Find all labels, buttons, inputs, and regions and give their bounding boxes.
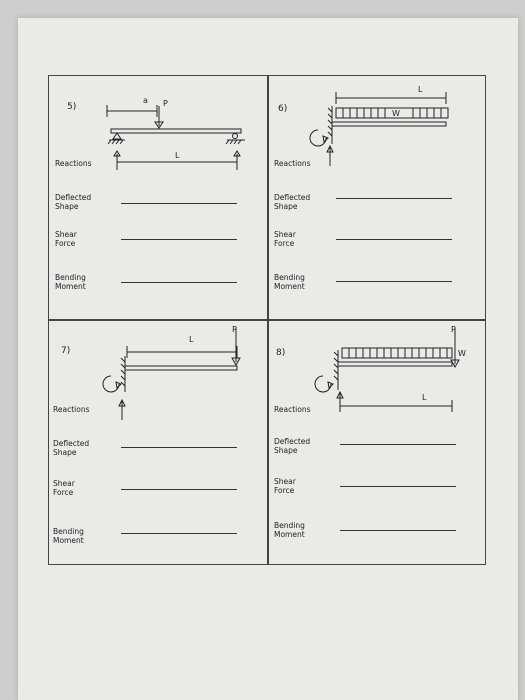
problem-8-cell: 8) P	[268, 320, 487, 564]
problem-7-cell: 7) L P Reactio	[49, 320, 268, 564]
span-l-label: L	[418, 85, 423, 94]
deflected-shape-label: Deflected Shape	[55, 193, 92, 211]
bending-moment-answer-line[interactable]	[340, 530, 456, 531]
bending-moment-answer-line[interactable]	[121, 533, 237, 534]
load-w-label: W	[458, 349, 466, 358]
bending-moment-label: Bending Moment	[55, 273, 86, 291]
span-l-label: L	[189, 335, 194, 344]
worksheet-page: 5)	[18, 18, 518, 700]
bending-moment-label: Bending Moment	[53, 527, 84, 545]
reactions-label: Reactions	[274, 159, 311, 168]
bending-moment-label: Bending Moment	[274, 521, 305, 539]
deflected-shape-answer-line[interactable]	[121, 203, 237, 204]
problem-number: 5)	[67, 102, 77, 112]
problem-5-cell: 5)	[49, 76, 268, 320]
reactions-label: Reactions	[53, 405, 90, 414]
load-w-label: W	[392, 109, 400, 118]
problem-number: 7)	[61, 346, 71, 356]
span-l-label: L	[175, 151, 180, 160]
shear-force-label: Shear Force	[274, 230, 296, 248]
shear-force-label: Shear Force	[274, 477, 296, 495]
cantilever-point-load-diagram: L P	[102, 325, 241, 420]
load-p-label: P	[232, 325, 237, 334]
shear-force-answer-line[interactable]	[121, 239, 237, 240]
dim-a-label: a	[143, 96, 148, 105]
shear-force-answer-line[interactable]	[340, 486, 456, 487]
reactions-label: Reactions	[274, 405, 311, 414]
grid-divider-horizontal	[49, 319, 485, 321]
cantilever-combined-load-diagram: P W L	[314, 325, 466, 412]
problem-6-cell: 6) L W Reactio	[268, 76, 487, 320]
shear-force-label: Shear Force	[53, 479, 75, 497]
simply-supported-beam-diagram: a P L	[106, 96, 245, 170]
bending-moment-answer-line[interactable]	[121, 282, 237, 283]
deflected-shape-answer-line[interactable]	[340, 444, 456, 445]
span-l-label: L	[422, 393, 427, 402]
reactions-label: Reactions	[55, 159, 92, 168]
load-p-label: P	[451, 325, 456, 334]
deflected-shape-label: Deflected Shape	[274, 193, 311, 211]
bending-moment-answer-line[interactable]	[336, 281, 452, 282]
deflected-shape-answer-line[interactable]	[336, 198, 452, 199]
shear-force-label: Shear Force	[55, 230, 77, 248]
problem-number: 8)	[276, 348, 286, 358]
problem-number: 6)	[278, 104, 288, 114]
deflected-shape-label: Deflected Shape	[274, 437, 311, 455]
shear-force-answer-line[interactable]	[121, 489, 237, 490]
bending-moment-label: Bending Moment	[274, 273, 305, 291]
deflected-shape-label: Deflected Shape	[53, 439, 90, 457]
deflected-shape-answer-line[interactable]	[121, 447, 237, 448]
shear-force-answer-line[interactable]	[336, 239, 452, 240]
cantilever-distributed-load-diagram: L W	[309, 85, 449, 166]
load-p-label: P	[163, 99, 168, 108]
problem-grid: 5)	[48, 75, 486, 565]
